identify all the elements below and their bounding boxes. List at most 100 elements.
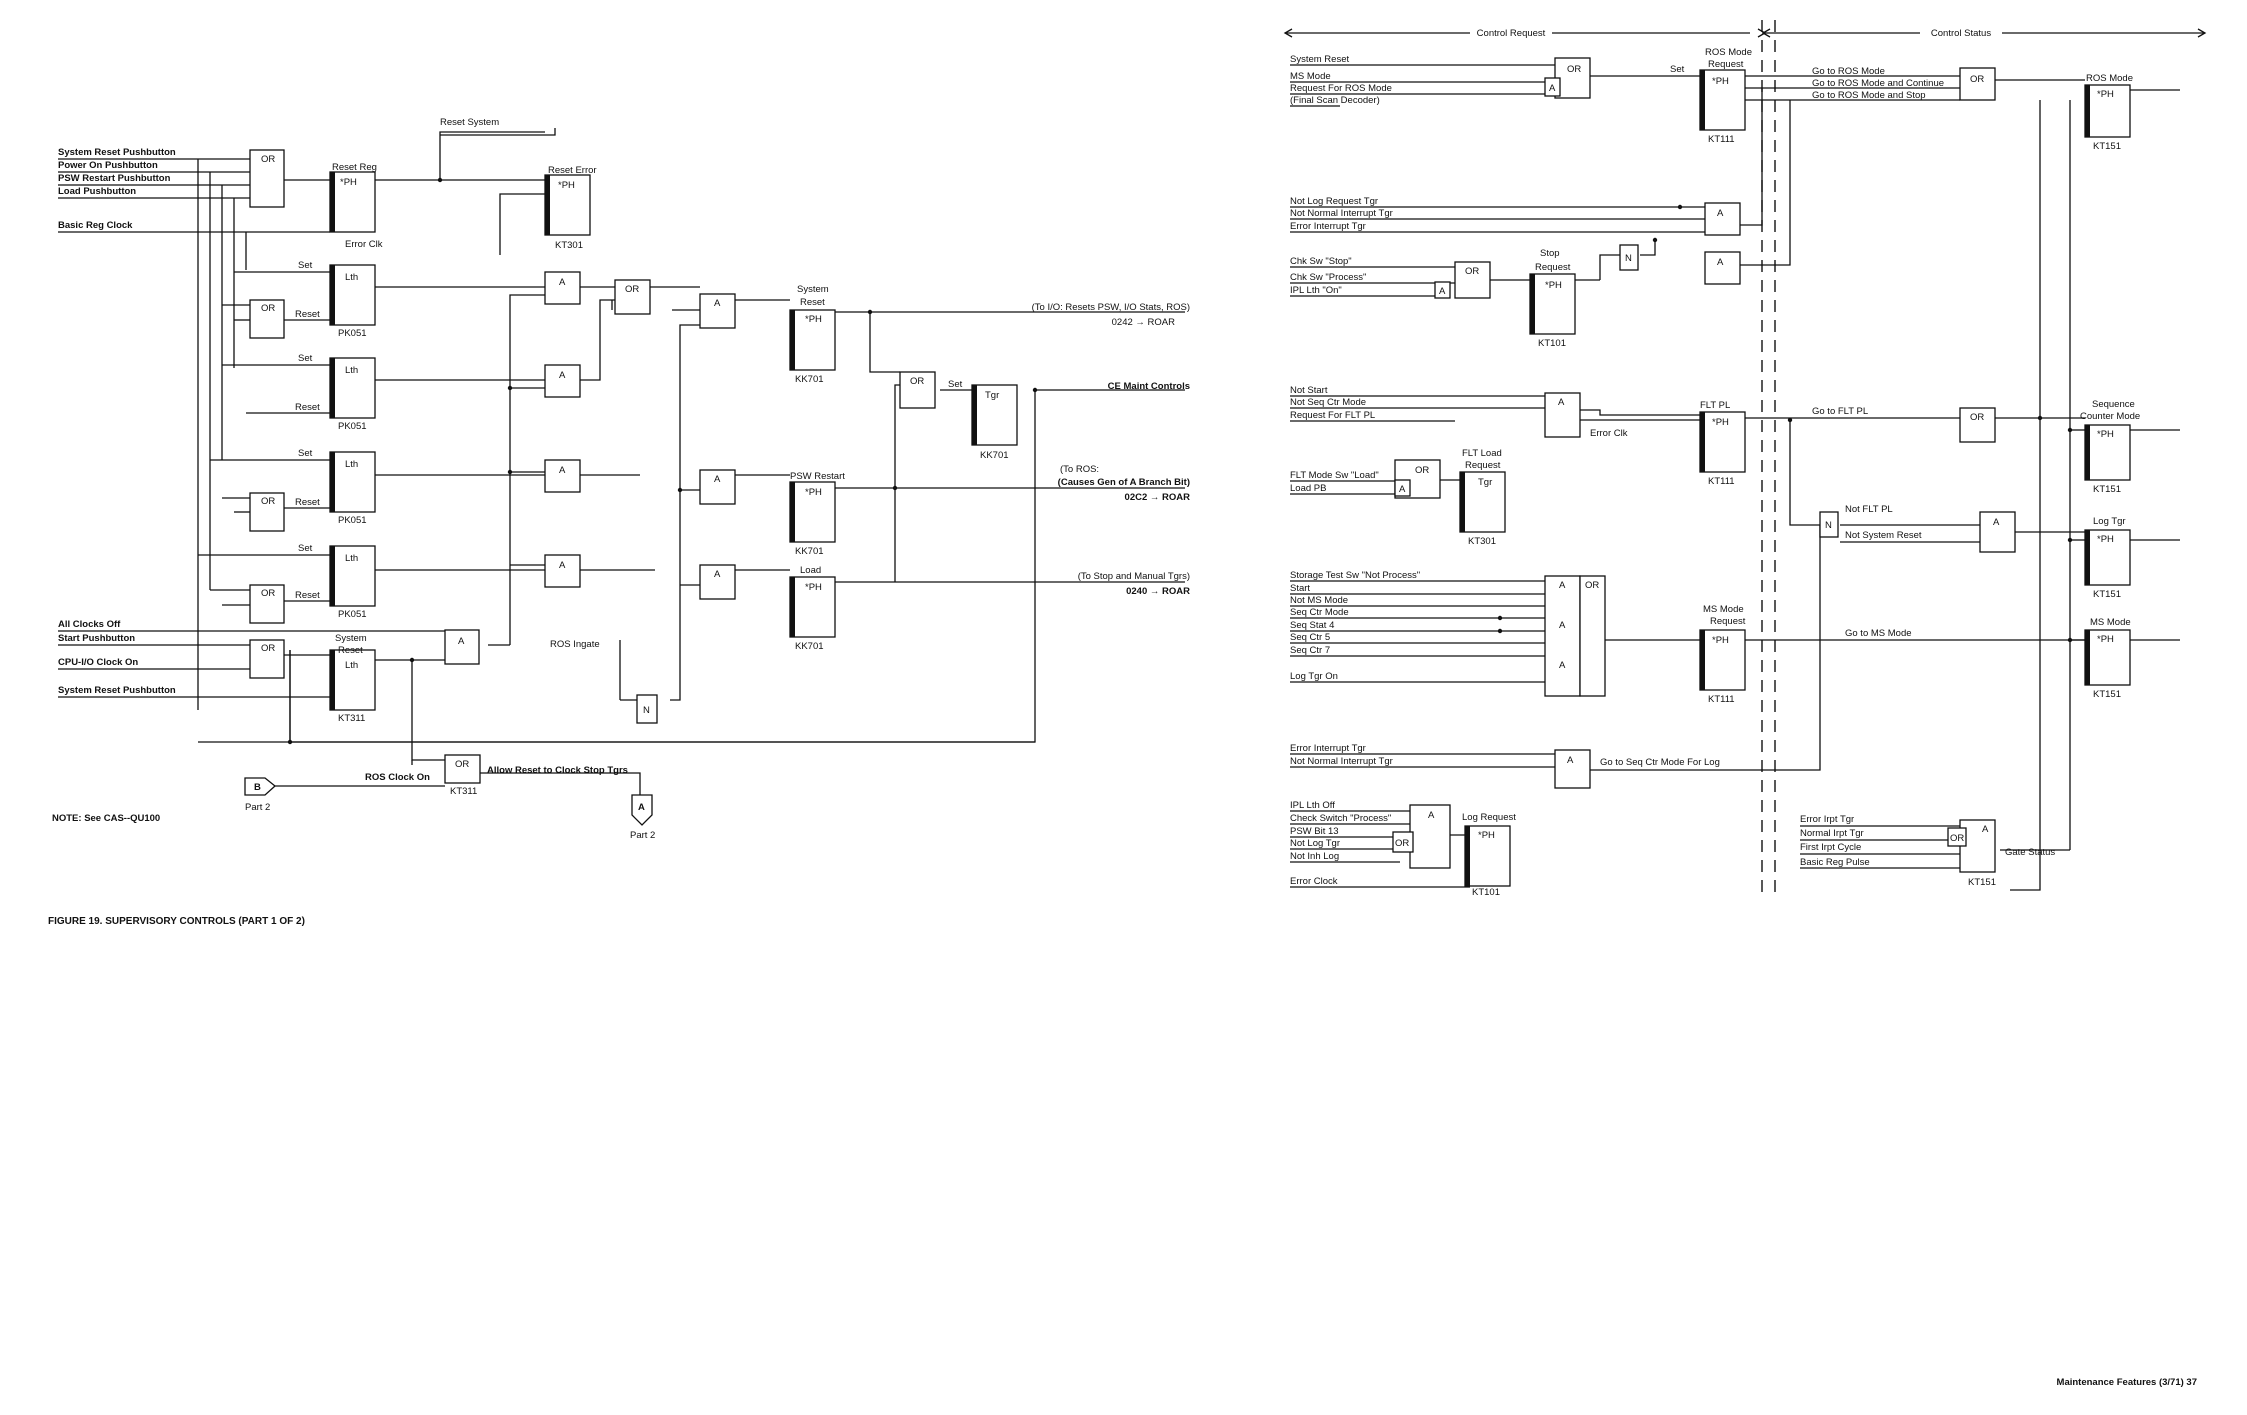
input-system-reset-pb-2: System Reset Pushbutton	[58, 685, 176, 696]
and-subgate	[1434, 281, 1451, 299]
label-or: OR	[261, 303, 275, 314]
and-gate-psw	[699, 469, 736, 505]
input-system-reset: System Reset	[1290, 54, 1349, 65]
input-seq-ctr-mode: Seq Ctr Mode	[1290, 607, 1349, 618]
block-reset-reg	[329, 171, 376, 233]
or-gate-reset-1	[249, 299, 285, 339]
right-block-labels: ROS Mode Request Set *PH KT111 Stop Requ…	[1462, 47, 2140, 898]
right-page-figure: Control Request Control Status System Re…	[1283, 20, 2207, 1388]
input-all-clocks-off: All Clocks Off	[58, 619, 121, 630]
label-or: OR	[455, 759, 469, 770]
pin-kt151: KT151	[2093, 141, 2121, 152]
label-and: A	[1559, 660, 1566, 671]
not-gate-stop	[1619, 244, 1639, 271]
input-request-for-ros: Request For ROS Mode	[1290, 83, 1392, 94]
left-page-figure: System Reset Pushbutton Power On Pushbut…	[48, 117, 1190, 927]
input-error-interrupt-2: Error Interrupt Tgr	[1290, 743, 1366, 754]
pin-set: Set	[1670, 64, 1685, 75]
right-signal-labels: Go to ROS Mode Go to ROS Mode and Contin…	[1600, 66, 2055, 858]
output-to-ros: (To ROS:	[1060, 464, 1099, 475]
or-gate-chk	[1454, 261, 1491, 299]
and-gate-sysreset	[699, 293, 736, 329]
label-ros-mode: ROS Mode	[1705, 47, 1752, 58]
pin-kt151: KT151	[2093, 689, 2121, 700]
input-start-pb: Start Pushbutton	[58, 633, 135, 644]
label-ph: *PH	[805, 582, 822, 593]
label-lth: Lth	[345, 660, 358, 671]
input-ros-clock-on: ROS Clock On	[365, 772, 430, 783]
label-and: A	[559, 560, 566, 571]
label-ph: *PH	[2097, 534, 2114, 545]
label-or: OR	[1415, 465, 1429, 476]
label-or: OR	[625, 284, 639, 295]
and-gate-log-tgr	[1979, 511, 2016, 553]
input-start: Start	[1290, 583, 1310, 594]
signal-go-to-ros-continue: Go to ROS Mode and Continue	[1812, 78, 1944, 89]
pin-kt311: KT311	[450, 786, 477, 797]
block-log-request	[1464, 825, 1511, 887]
or-subgate	[1392, 831, 1414, 853]
pin-kt151: KT151	[1968, 877, 1996, 888]
label-and: A	[559, 370, 566, 381]
input-chk-sw-process: Chk Sw "Process"	[1290, 272, 1366, 283]
label-and: A	[1439, 286, 1446, 297]
label-error-clk: Error Clk	[345, 239, 383, 250]
and-gate-clocks	[444, 629, 480, 665]
left-register-blocks	[329, 171, 1018, 711]
input-load-pb: Load PB	[1290, 483, 1326, 494]
output-causes-gen: (Causes Gen of A Branch Bit)	[1058, 477, 1190, 488]
label-request: Request	[1708, 59, 1744, 70]
block-tgr	[971, 384, 1018, 446]
output-to-stop: (To Stop and Manual Tgrs)	[1078, 571, 1190, 582]
label-or: OR	[1567, 64, 1581, 75]
input-request-for-flt: Request For FLT PL	[1290, 410, 1375, 421]
and-gate-3	[544, 459, 581, 493]
input-log-tgr-on: Log Tgr On	[1290, 671, 1338, 682]
page-footer: Maintenance Features (3/71) 37	[2057, 1377, 2197, 1388]
pin-kk701: KK701	[795, 374, 824, 385]
label-ph: *PH	[558, 180, 575, 191]
label-ph: *PH	[805, 314, 822, 325]
block-flt-pl	[1699, 411, 1746, 473]
input-normal-irpt-tgr: Normal Irpt Tgr	[1800, 828, 1864, 839]
label-or: OR	[1395, 838, 1409, 849]
signal-go-to-flt-pl: Go to FLT PL	[1812, 406, 1868, 417]
and-gate-flt	[1544, 392, 1581, 438]
left-input-wires	[58, 128, 1185, 795]
right-input-labels: System Reset MS Mode Request For ROS Mod…	[1290, 54, 1922, 887]
left-junction-dots	[287, 177, 1038, 745]
label-or: OR	[261, 643, 275, 654]
or-subgate	[1947, 827, 1967, 847]
block-latch-2	[329, 357, 376, 419]
label-ph: *PH	[805, 487, 822, 498]
input-not-log-request: Not Log Request Tgr	[1290, 196, 1378, 207]
input-basic-reg-pulse: Basic Reg Pulse	[1800, 857, 1870, 868]
not-gate	[636, 694, 658, 724]
pin-kt111: KT111	[1708, 134, 1735, 145]
label-tgr: Tgr	[1478, 477, 1492, 488]
and-gate-1	[544, 271, 581, 305]
input-chk-sw-stop: Chk Sw "Stop"	[1290, 256, 1352, 267]
label-ph: *PH	[1712, 76, 1729, 87]
output-roar-02c2: 02C2 → ROAR	[1125, 492, 1191, 503]
label-tgr: Tgr	[985, 390, 999, 401]
input-ros-ingate: ROS Ingate	[550, 639, 600, 650]
or-gate-flt-mode	[1394, 459, 1441, 499]
pin-kt301: KT301	[555, 240, 583, 251]
left-output-labels: (To I/O: Resets PSW, I/O Stats, ROS) 024…	[1032, 302, 1191, 597]
input-storage-test-sw: Storage Test Sw "Not Process"	[1290, 570, 1420, 581]
label-counter-mode: Counter Mode	[2080, 411, 2140, 422]
and-gate-log-1	[1704, 202, 1741, 236]
label-and: A	[559, 465, 566, 476]
input-load-pb: Load Pushbutton	[58, 186, 136, 197]
label-and: A	[1549, 83, 1556, 94]
pin-kt151: KT151	[2093, 589, 2121, 600]
pin-kt111: KT111	[1708, 476, 1735, 487]
block-reset-error	[544, 174, 591, 236]
input-ipl-lth-off: IPL Lth Off	[1290, 800, 1335, 811]
label-reset-system: Reset System	[440, 117, 499, 128]
label-lth: Lth	[345, 459, 358, 470]
label-ph: *PH	[1478, 830, 1495, 841]
label-lth: Lth	[345, 553, 358, 564]
